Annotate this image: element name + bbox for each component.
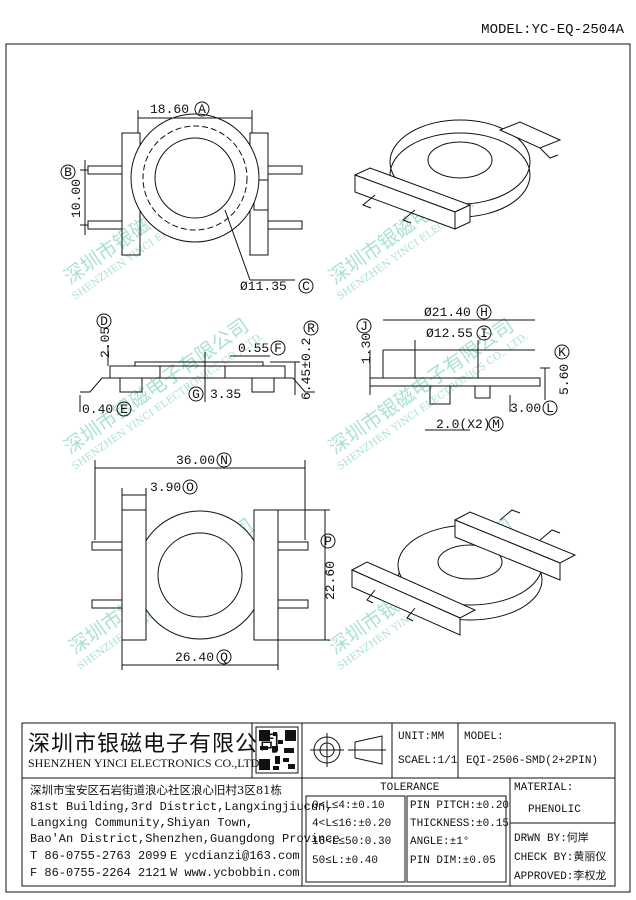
tolerance-left-2: 4<L≤16:±0.20 xyxy=(312,818,392,830)
dim-B-value: 10.00 xyxy=(69,179,84,218)
drawn-by: DRWN BY:何岸 xyxy=(514,833,589,845)
tolerance-right-2: THICKNESS:±0.15 xyxy=(410,818,510,830)
dim-I-value: Ø12.55 xyxy=(426,326,473,341)
dim-M-tag: M xyxy=(492,417,500,432)
drawing-frame xyxy=(5,43,631,893)
dim-O-tag: O xyxy=(186,480,194,495)
title-block-frame xyxy=(21,722,616,887)
dimension-tag-circle xyxy=(270,340,286,356)
dim-D-value: 2.05 xyxy=(98,327,113,358)
dim-O-value: 3.90 xyxy=(150,480,181,495)
dim-A-tag: A xyxy=(198,102,206,117)
company-name-en: SHENZHEN YINCI ELECTRONICS CO.,LTD. xyxy=(28,756,263,770)
dimension-tag-circle xyxy=(476,325,492,341)
website: W www.ycbobbin.com xyxy=(170,866,300,880)
checked-by: CHECK BY:黄丽仪 xyxy=(514,852,607,864)
material-label: MATERIAL: xyxy=(514,782,574,794)
dimension-tag-circle xyxy=(60,164,76,180)
qr-code xyxy=(255,726,299,774)
tolerance-left-3: 16<L≤50:0.30 xyxy=(312,836,392,848)
dim-D-tag: D xyxy=(100,314,108,329)
company-name-cn: 深圳市银磁电子有限公司 xyxy=(28,732,282,757)
dim-R-value: 6.45±0.2 xyxy=(299,338,314,400)
iso-view-bottom xyxy=(350,509,577,636)
dimension-tag-circle xyxy=(216,452,232,468)
dim-K-value: 5.60 xyxy=(557,364,572,395)
address-en-line-1: 81st Building,3rd District,Langxingjiucu… xyxy=(30,800,333,814)
dim-H-tag: H xyxy=(480,305,488,320)
dim-K-tag: K xyxy=(558,345,566,360)
model-label: MODEL: xyxy=(464,731,504,743)
dimension-tag-circle xyxy=(542,400,558,416)
dim-Q-tag: Q xyxy=(220,650,228,665)
tolerance-right-1: PIN PITCH:±0.20 xyxy=(410,800,510,812)
dimension-tag-circle xyxy=(194,101,210,117)
tolerance-left-1: 0<L≤4:±0.10 xyxy=(312,800,385,812)
iso-view-top xyxy=(353,119,562,230)
dim-B-tag: B xyxy=(64,165,72,180)
top-view xyxy=(80,110,303,281)
unit-label: UNIT:MM xyxy=(398,731,445,743)
dimension-tag-circle xyxy=(488,416,504,432)
approved-by: APPROVED:李权龙 xyxy=(514,871,607,883)
dim-P-tag: P xyxy=(324,534,332,549)
dim-J-value: 1.30 xyxy=(359,333,374,364)
dimension-tag-circle xyxy=(320,533,336,549)
side-view-right xyxy=(369,319,550,431)
dim-A-value: 18.60 xyxy=(150,102,189,117)
dim-F-value: 0.55 xyxy=(238,341,269,356)
dimension-tag-circle xyxy=(116,401,132,417)
dimension-tag-circle xyxy=(554,344,570,360)
dim-C-value: Ø11.35 xyxy=(240,279,287,294)
tolerance-title: TOLERANCE xyxy=(380,782,440,794)
telephone: T 86-0755-2763 2099 xyxy=(30,849,167,863)
dim-G-value: 3.35 xyxy=(210,387,241,402)
model-title: MODEL:YC-EQ-2504A xyxy=(481,22,624,38)
dim-Q-value: 26.40 xyxy=(175,650,214,665)
address-cn: 深圳市宝安区石岩街道浪心社区浪心旧村3区81栋 xyxy=(30,783,282,797)
dimension-tag-circle xyxy=(303,320,319,336)
side-view-left xyxy=(79,345,315,412)
scale-label: SCAEL:1/1 xyxy=(398,755,458,767)
dim-E-tag: E xyxy=(120,402,128,417)
tolerance-left-4: 50≤L:±0.40 xyxy=(312,855,379,867)
dimension-tag-circle xyxy=(188,386,204,402)
dim-E-value: 0.40 xyxy=(82,402,113,417)
dim-H-value: Ø21.40 xyxy=(424,305,471,320)
dim-M-value: 2.0(X2) xyxy=(436,417,491,432)
dim-P-value: 22.60 xyxy=(323,561,338,600)
dimension-tag-circle xyxy=(216,649,232,665)
dim-J-tag: J xyxy=(360,319,368,334)
dimension-tag-circle xyxy=(476,304,492,320)
dimension-tag-circle xyxy=(182,479,198,495)
address-en-line-2: Langxing Community,Shiyan Town, xyxy=(30,816,254,830)
dimension-tag-circle xyxy=(356,318,372,334)
dim-F-tag: F xyxy=(274,341,282,356)
dim-L-value: 3.00 xyxy=(510,401,541,416)
dim-G-tag: G xyxy=(192,387,200,402)
dim-N-tag: N xyxy=(220,453,228,468)
email: E ycdianzi@163.com xyxy=(170,849,300,863)
dim-N-value: 36.00 xyxy=(176,453,215,468)
bottom-view xyxy=(91,460,330,670)
fax: F 86-0755-2264 2121 xyxy=(30,866,167,880)
dim-R-tag: R xyxy=(307,321,315,336)
dim-L-tag: L xyxy=(546,401,554,416)
model-value: EQI-2506-SMD(2+2PIN) xyxy=(466,755,599,767)
address-en-line-3: Bao'An District,Shenzhen,Guangdong Provi… xyxy=(30,832,340,846)
tolerance-right-4: PIN DIM:±0.05 xyxy=(410,855,496,867)
tolerance-right-3: ANGLE:±1° xyxy=(410,836,470,848)
dimension-tag-circle xyxy=(298,278,314,294)
material-value: PHENOLIC xyxy=(528,804,581,816)
dimension-tag-circle xyxy=(96,313,112,329)
dim-I-tag: I xyxy=(480,326,488,341)
dim-C-tag: C xyxy=(302,279,310,294)
